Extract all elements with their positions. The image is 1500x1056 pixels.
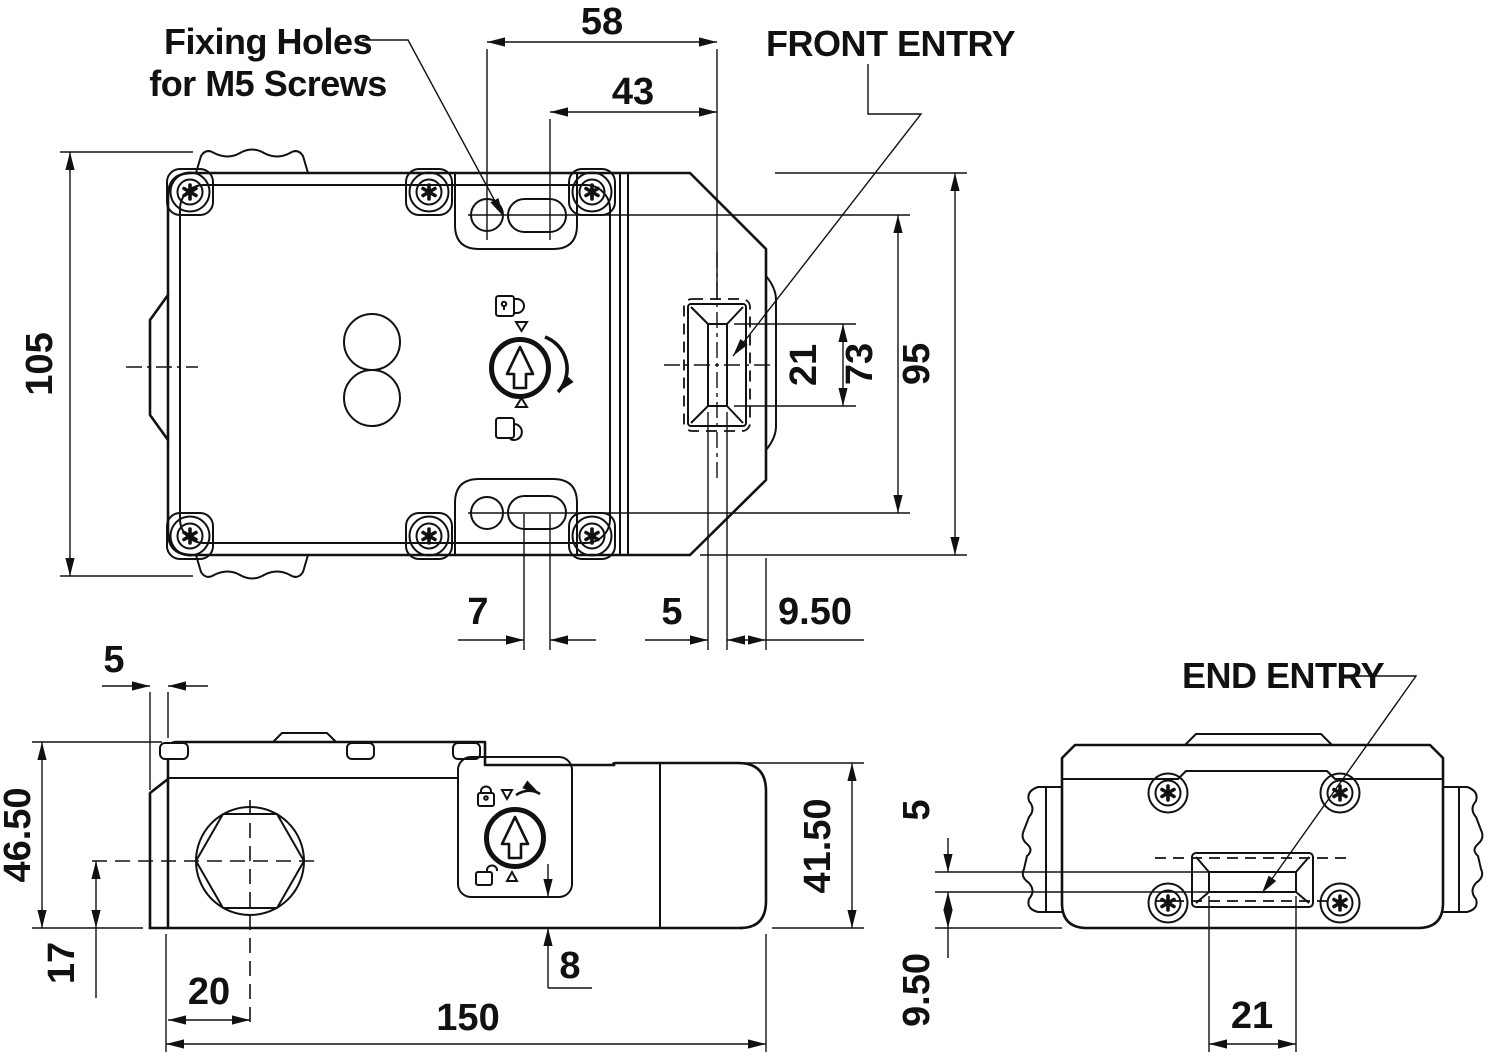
end-view-dimensions: 5 9.50 21 END ENTRY xyxy=(896,655,1418,1052)
front-view-body-outline xyxy=(166,740,616,930)
blind-hole-1 xyxy=(343,313,401,371)
dim-43: 43 xyxy=(612,71,654,113)
dim-5-front: 5 xyxy=(103,639,124,681)
dim-5-top: 5 xyxy=(661,591,682,633)
unlock-indicator-front xyxy=(475,864,519,886)
cable-gland-right xyxy=(1443,786,1484,913)
dim-41-50: 41.50 xyxy=(797,798,839,893)
end-view-body-outline xyxy=(1060,743,1445,930)
fixing-holes-label-line1: Fixing Holes xyxy=(164,21,372,62)
end-view-top-boss xyxy=(1184,733,1333,746)
dim-150: 150 xyxy=(436,997,499,1039)
cable-gland-cap-bottom xyxy=(195,554,309,580)
dim-17: 17 xyxy=(41,942,83,984)
front-view-dimensions: 5 46.50 17 20 150 8 41.50 xyxy=(0,639,864,1052)
unlock-indicator-bottom xyxy=(495,396,529,441)
dim-21-end: 21 xyxy=(1231,995,1273,1037)
dim-9-50-top: 9.50 xyxy=(778,591,852,633)
dim-7: 7 xyxy=(467,591,488,633)
dim-8: 8 xyxy=(559,945,580,987)
top-boss xyxy=(272,732,337,743)
end-view xyxy=(1021,733,1484,930)
dim-5-end: 5 xyxy=(896,799,938,820)
rotation-arrow-icon xyxy=(544,335,574,394)
rotate-swoosh-icon xyxy=(515,780,541,797)
front-entry-label: FRONT ENTRY xyxy=(766,23,1016,64)
dim-46-50: 46.50 xyxy=(0,787,39,882)
end-entry-label: END ENTRY xyxy=(1182,655,1385,696)
dim-20: 20 xyxy=(188,971,230,1013)
blind-hole-2 xyxy=(343,369,401,427)
dim-105: 105 xyxy=(19,332,61,395)
pointer-down-icon xyxy=(514,321,529,333)
screw-pads xyxy=(166,168,616,560)
front-entry-leader xyxy=(732,64,923,357)
mounting-tab-bottom xyxy=(454,478,578,555)
head-block-outline xyxy=(612,761,768,930)
lock-indicator-top xyxy=(495,295,529,333)
front-view xyxy=(92,732,768,1030)
dim-73: 73 xyxy=(839,343,881,385)
top-view-inner-panel xyxy=(179,184,611,544)
top-view-body-outline xyxy=(166,171,768,557)
top-view-dimensions: 58 43 105 21 73 95 7 5 9.50 Fixing Holes xyxy=(19,1,1016,650)
pointer-up-icon xyxy=(514,396,529,408)
dim-58: 58 xyxy=(581,1,623,43)
dim-21-top: 21 xyxy=(783,344,825,386)
dim-9-50-end: 9.50 xyxy=(896,953,938,1027)
fixing-holes-label-line2: for M5 Screws xyxy=(149,63,387,104)
mounting-tab-top xyxy=(454,173,578,250)
fixing-holes-leader xyxy=(362,39,504,217)
cable-gland-cap-top xyxy=(195,148,309,174)
head-profile-line xyxy=(765,275,777,451)
lock-indicator-front xyxy=(477,780,541,807)
cable-gland-left xyxy=(1021,786,1062,913)
end-entry-leader xyxy=(1261,675,1418,894)
end-entry-slot xyxy=(1155,852,1350,908)
front-entry-slot xyxy=(664,252,772,478)
dial-panel xyxy=(457,756,573,898)
dim-95: 95 xyxy=(896,343,938,385)
